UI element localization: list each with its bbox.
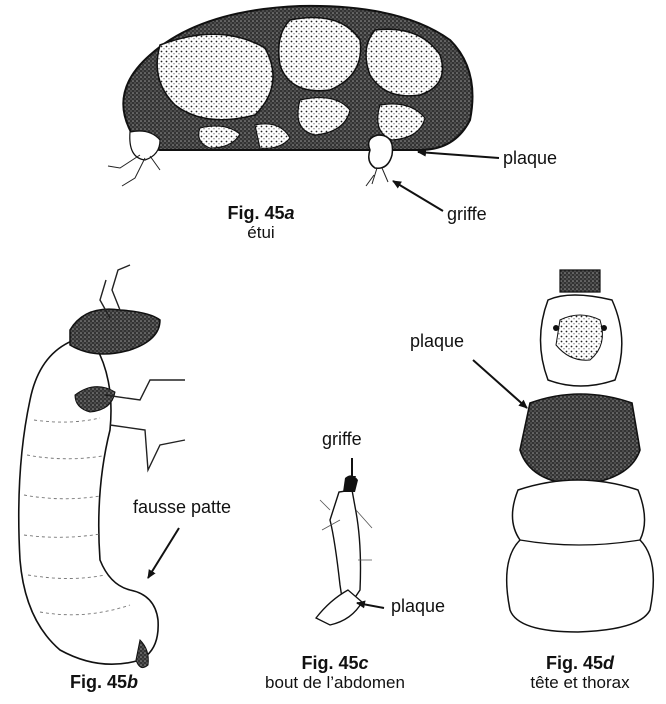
fig-a-case-drawing [108,6,473,186]
fig-b-label-fausse-patte: fausse patte [133,497,231,517]
fig-c-caption: Fig. 45c bout de l’abdomen [245,654,425,692]
fig-c-subtitle: bout de l’abdomen [245,673,425,692]
fig-a-label-plaque: plaque [503,148,557,168]
fig-b-larva-drawing [19,265,185,668]
fig-b-caption: Fig. 45b [49,673,159,692]
fig-b-number: Fig. 45 [70,672,127,692]
fig-a-subtitle: étui [206,223,316,242]
fig-c-abdomen-drawing [316,475,372,625]
fig-d-subtitle: tête et thorax [510,673,650,692]
fig-a-caption: Fig. 45a étui [206,204,316,242]
fig-d-head-thorax-drawing [507,270,654,632]
fig-b-letter: b [127,672,138,692]
fig-d-letter: d [603,653,614,673]
fig-a-label-griffe: griffe [447,204,487,224]
fig-a-number: Fig. 45 [227,203,284,223]
fig-c-label-plaque: plaque [391,596,445,616]
fig-a-letter: a [285,203,295,223]
fig-c-letter: c [359,653,369,673]
fig-d-number: Fig. 45 [546,653,603,673]
fig-c-label-griffe: griffe [322,429,362,449]
fig-d-label-plaque: plaque [410,331,464,351]
fig-d-caption: Fig. 45d tête et thorax [510,654,650,692]
fig-c-number: Fig. 45 [301,653,358,673]
